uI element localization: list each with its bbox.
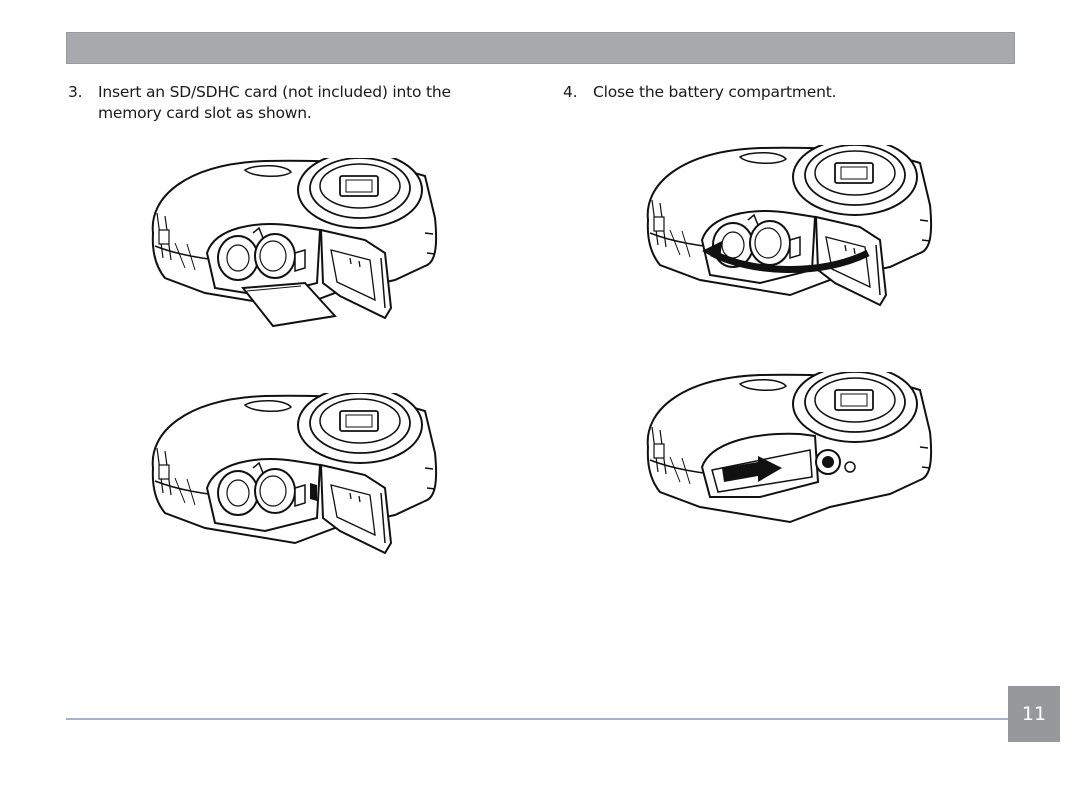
step-3-number: 3. [68,83,83,101]
step-4-number: 4. [563,83,578,101]
camera-illustration-card-inserted [151,393,438,554]
step-3: 3. Insert an SD/SDHC card (not included)… [68,82,498,124]
header-bar [66,32,1015,64]
sd-card-icon [241,281,337,328]
step-4-text: Close the battery compartment. [593,83,837,101]
curved-arrow-icon [702,241,870,274]
slide-arrow-icon [722,456,782,482]
camera-illustration-door-closed [646,372,933,523]
page-number: 11 [1008,686,1060,742]
camera-illustration-card-outside [151,158,438,328]
step-4: 4. Close the battery compartment. [563,82,993,103]
camera-illustration-door-closing [646,145,933,306]
footer-rule [66,718,1008,720]
step-3-text: Insert an SD/SDHC card (not included) in… [98,83,451,122]
